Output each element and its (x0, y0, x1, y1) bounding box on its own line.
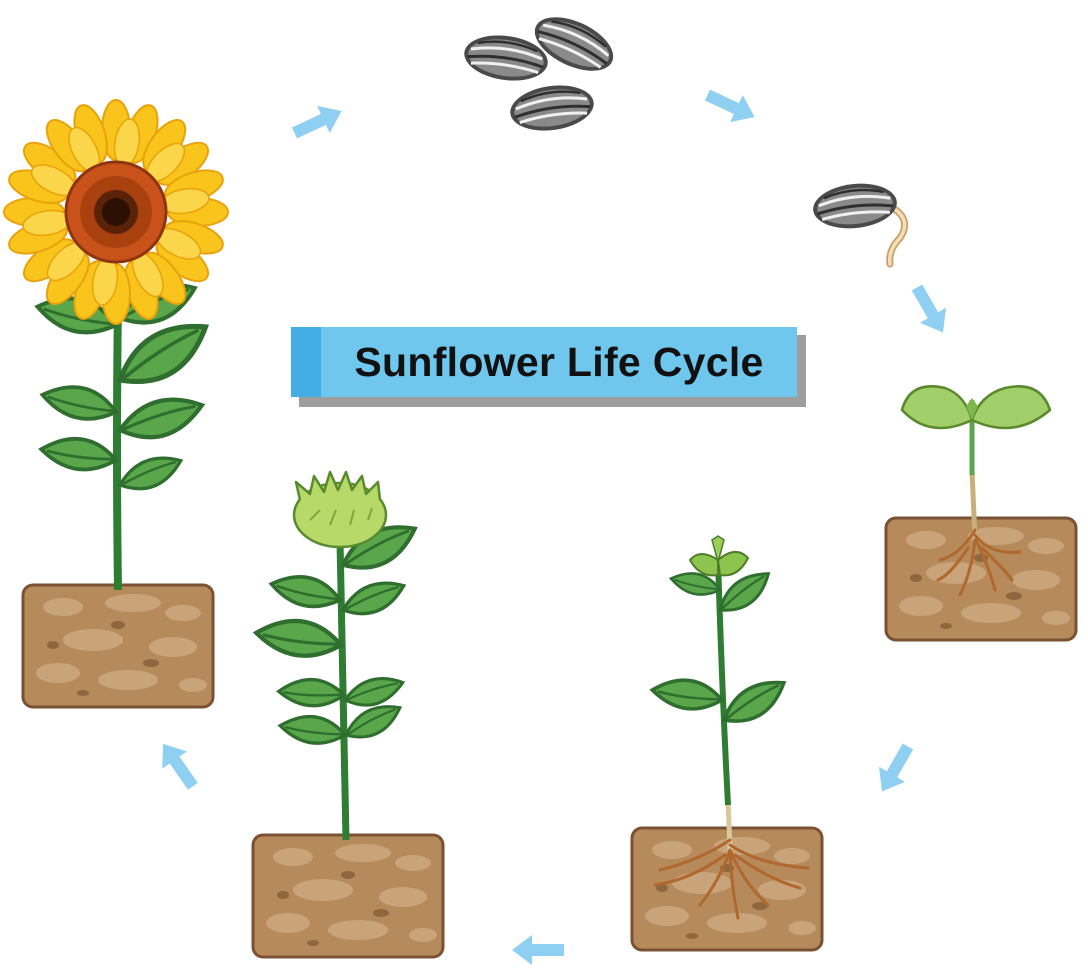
seeds-icon (459, 4, 623, 138)
diagram-title: Sunflower Life Cycle (354, 338, 764, 385)
budding-plant-icon (253, 470, 445, 959)
arrow-to-sunflower (150, 735, 206, 795)
arrow-to-young-plant (869, 738, 921, 800)
young-plant-icon (630, 535, 824, 952)
arrow-to-germinating-seed (701, 81, 761, 131)
germinating-seed-icon (809, 178, 909, 268)
arrow-to-seeds (288, 97, 348, 147)
arrow-to-budding-plant (512, 935, 564, 965)
title-banner-accent (291, 327, 321, 397)
seedling-icon (884, 385, 1078, 642)
arrow-to-seedling (904, 279, 956, 341)
sunflower-icon (3, 99, 229, 709)
title-banner: Sunflower Life Cycle (291, 327, 808, 409)
title-banner-box: Sunflower Life Cycle (291, 327, 797, 397)
